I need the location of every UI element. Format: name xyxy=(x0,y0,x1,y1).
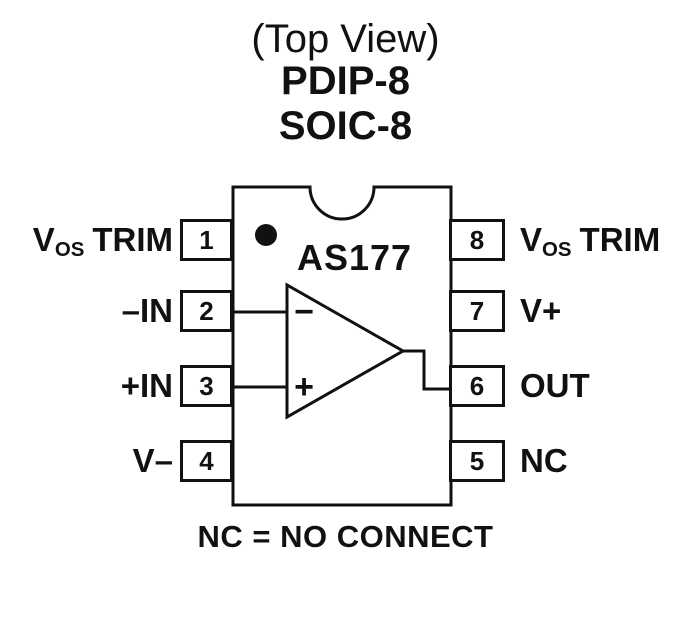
pin-label-8-vos-trim: VOS TRIM xyxy=(520,219,660,261)
pin-label-8-subscript: OS xyxy=(542,237,572,261)
opamp-inverting-input-symbol: − xyxy=(294,292,314,331)
pin-box-1: 1 xyxy=(180,219,233,261)
pin-number-5: 5 xyxy=(469,445,485,476)
pin-label-4-v-minus: V– xyxy=(132,442,173,479)
pin-label-1-rest: TRIM xyxy=(92,221,173,258)
pin-box-7: 7 xyxy=(449,290,505,332)
title-pdip8: PDIP-8 xyxy=(281,59,410,103)
pin-box-4: 4 xyxy=(180,440,233,482)
pin-label-2-neg-in: –IN xyxy=(121,292,173,329)
pin-number-6: 6 xyxy=(469,370,485,401)
pin-box-3: 3 xyxy=(180,365,233,407)
chip-part-number: AS177 xyxy=(297,237,413,278)
nc-note: NC = NO CONNECT xyxy=(197,519,494,554)
pin-label-1-vos-trim: VOS TRIM xyxy=(33,219,173,261)
output-wire xyxy=(401,349,451,391)
title-soic8: SOIC-8 xyxy=(278,104,413,148)
title-top-view: (Top View) xyxy=(251,17,440,61)
pin1-marker-dot xyxy=(255,224,277,246)
pin-label-8-rest: TRIM xyxy=(579,221,661,258)
pin-number-4: 4 xyxy=(199,445,214,476)
pin-label-8-main: V xyxy=(520,221,543,258)
pin-number-8: 8 xyxy=(469,224,485,255)
pin-label-6-out: OUT xyxy=(520,367,590,404)
pin-number-3: 3 xyxy=(199,370,214,401)
pin-label-1-subscript: OS xyxy=(54,237,85,261)
pin-box-5: 5 xyxy=(449,440,505,482)
opamp-noninverting-input-symbol: + xyxy=(294,367,314,406)
pin-box-8: 8 xyxy=(449,219,505,261)
pin-box-6: 6 xyxy=(449,365,505,407)
pin-number-2: 2 xyxy=(199,295,214,326)
pin-number-7: 7 xyxy=(469,295,485,326)
pin-box-2: 2 xyxy=(180,290,233,332)
pin-label-5-nc: NC xyxy=(520,442,568,479)
pin-label-3-pos-in: +IN xyxy=(120,367,173,404)
opamp-triangle xyxy=(285,282,407,420)
pin-label-1-main: V xyxy=(32,221,55,258)
pin-label-7-v-plus: V+ xyxy=(520,292,562,329)
pin-number-1: 1 xyxy=(199,224,214,255)
